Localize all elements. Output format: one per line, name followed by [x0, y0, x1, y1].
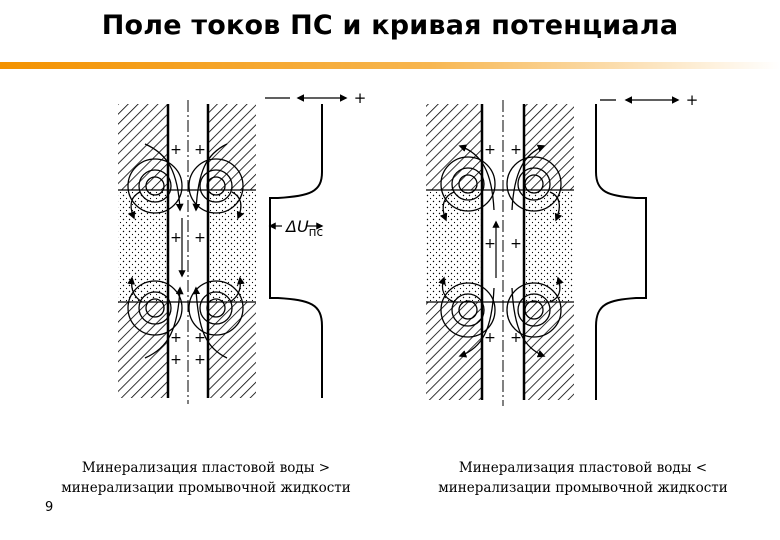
svg-text:+: +	[194, 330, 206, 346]
svg-text:+: +	[510, 142, 522, 158]
svg-text:+: +	[484, 236, 496, 252]
title-underline	[0, 62, 780, 69]
right-caption-line1: Минерализация пластовой воды <	[458, 460, 708, 476]
svg-text:+: +	[484, 330, 496, 346]
delta-u-label: ΔUпс	[284, 217, 323, 239]
left-panel-caption: Минерализация пластовой воды > минерализ…	[22, 458, 390, 498]
left-borehole-panel: + + + + + + + + + ΔUпс	[118, 92, 366, 404]
svg-text:+: +	[686, 92, 699, 109]
svg-text:+: +	[170, 142, 182, 158]
page-title: Поле токов ПС и кривая потенциала	[101, 10, 679, 41]
svg-text:+: +	[170, 352, 182, 368]
right-borehole-panel: + + + + + + +	[426, 92, 698, 406]
svg-text:+: +	[170, 230, 182, 246]
left-caption-line1: Минерализация пластовой воды >	[81, 460, 331, 476]
left-caption-line2: минерализации промывочной жидкости	[61, 480, 351, 496]
right-caption-line2: минерализации промывочной жидкости	[438, 480, 728, 496]
svg-text:+: +	[170, 330, 182, 346]
sp-current-field-diagram: + + + + + + + + + ΔUпс	[110, 92, 700, 432]
svg-text:+: +	[510, 330, 522, 346]
svg-text:+: +	[194, 352, 206, 368]
svg-text:+: +	[510, 236, 522, 252]
page-number: 9	[45, 500, 54, 515]
right-panel-caption: Минерализация пластовой воды < минерализ…	[398, 458, 768, 498]
svg-text:+: +	[354, 92, 367, 107]
svg-text:+: +	[484, 142, 496, 158]
svg-text:+: +	[194, 142, 206, 158]
svg-text:+: +	[194, 230, 206, 246]
